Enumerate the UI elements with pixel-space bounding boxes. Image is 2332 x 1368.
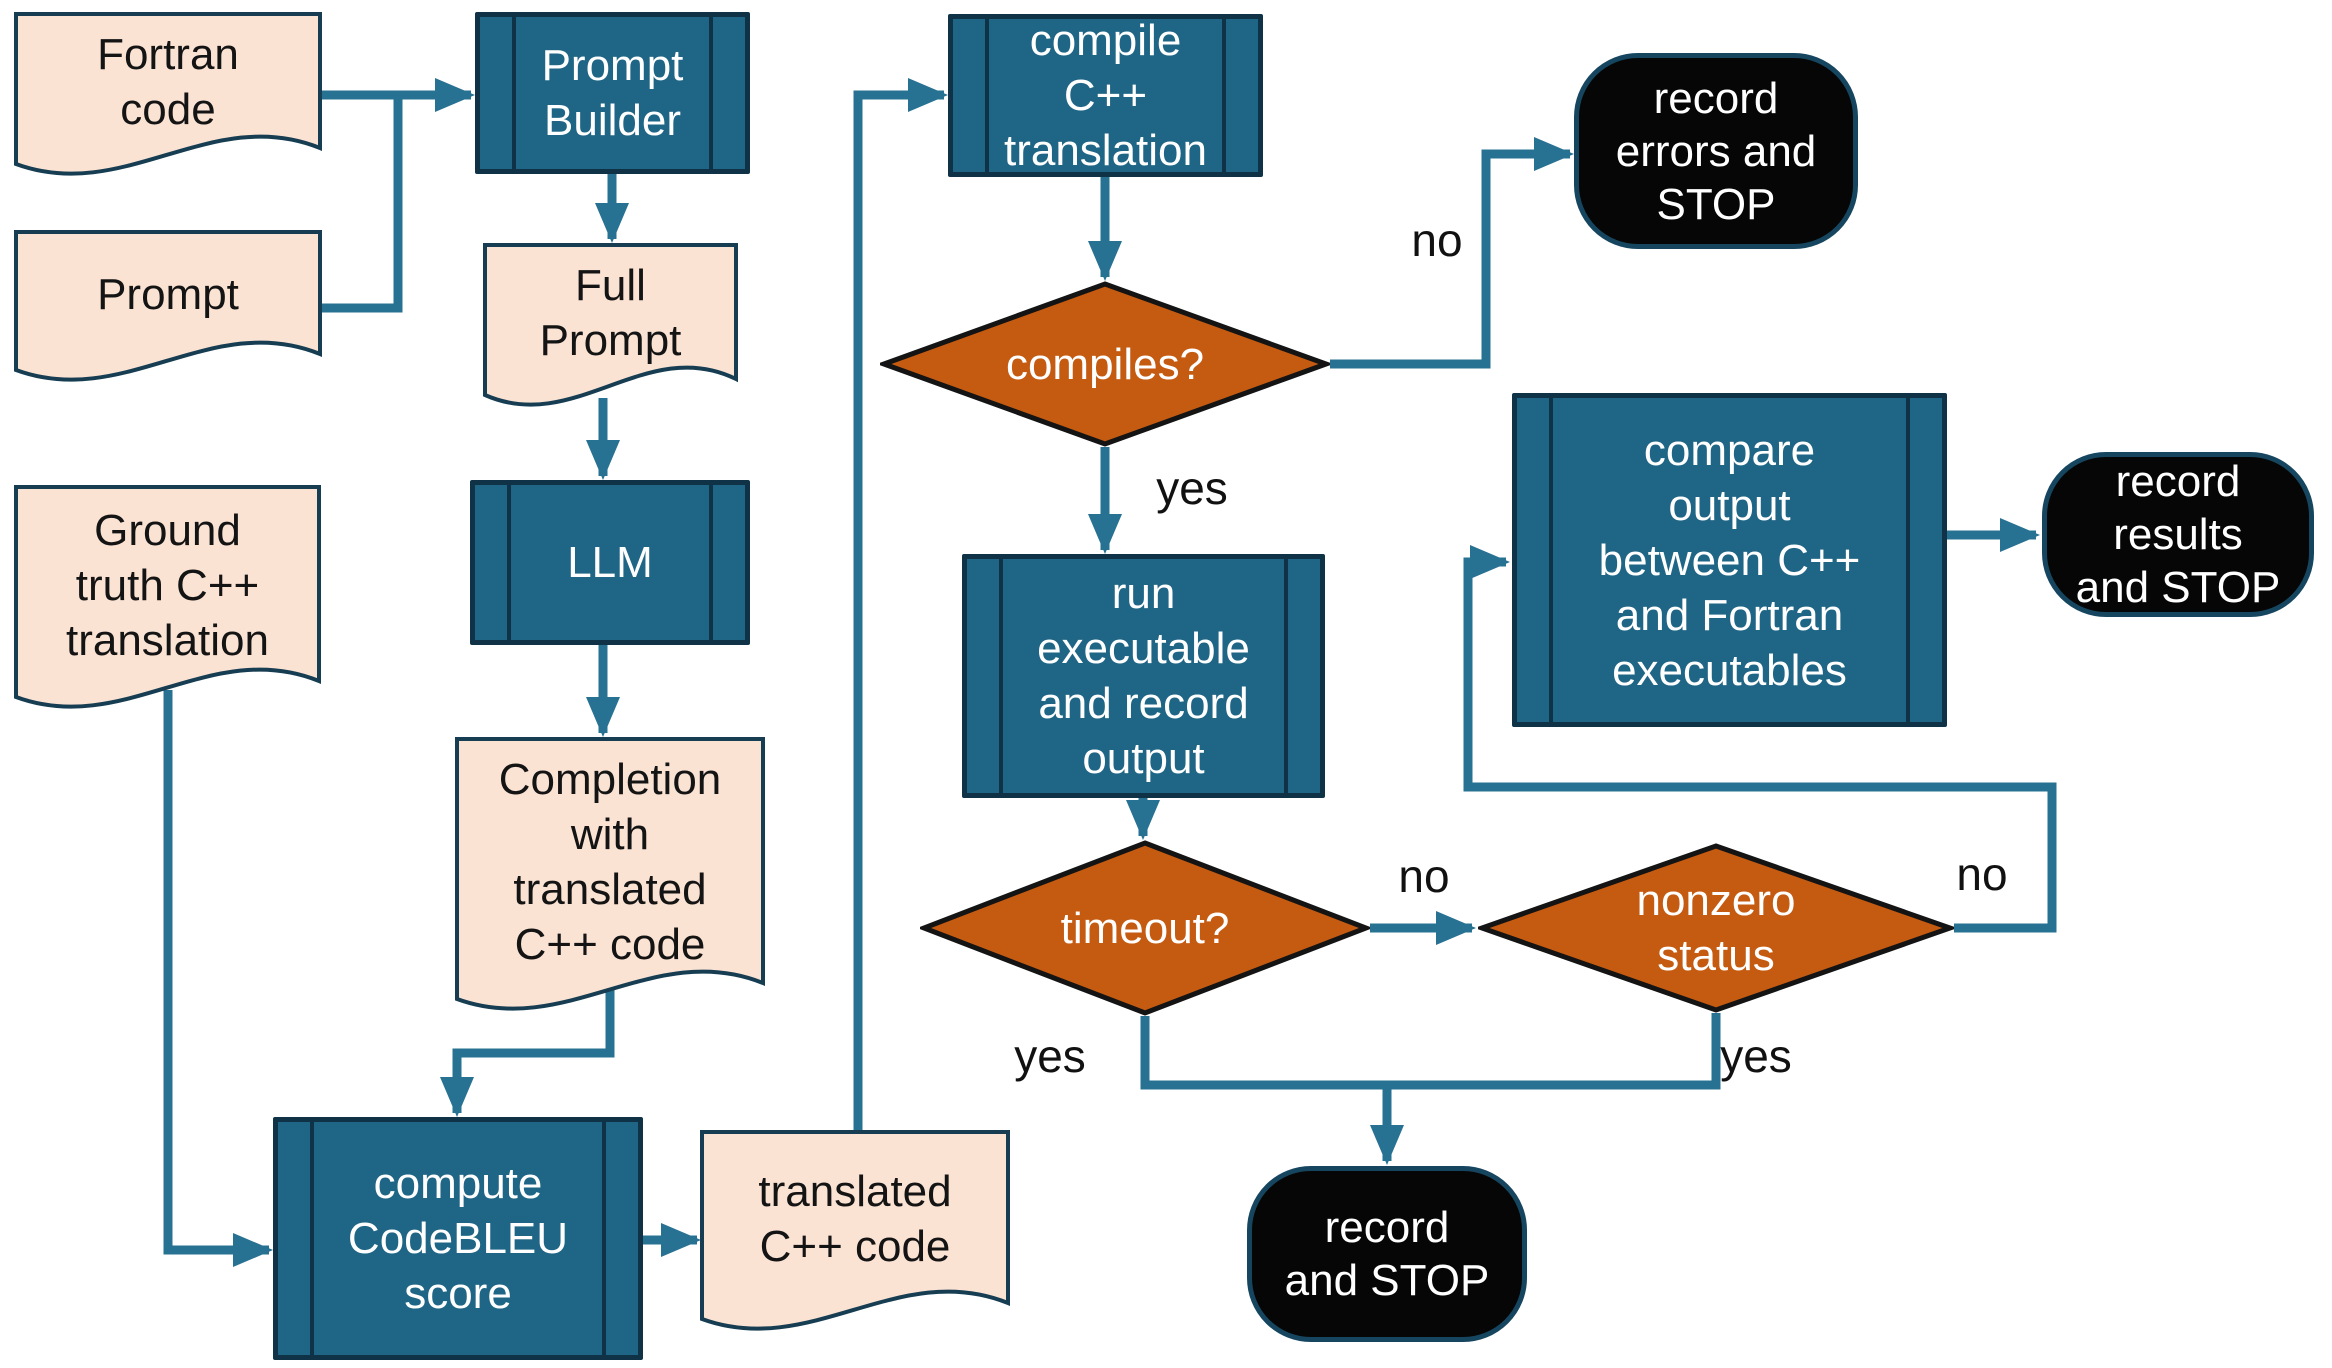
connector-timeout-yes [1140,1016,1387,1090]
process-sidebar-right [709,17,713,169]
label-line: STOP [1656,179,1776,229]
label-line: and STOP [1284,1256,1490,1305]
node-llm: LLM [470,480,750,645]
edge-label-timeout-no-label: no [1398,850,1450,902]
label-line: errors and [1615,126,1817,176]
node-run-executable: run executable and record output [962,554,1325,798]
label-line: output [1668,480,1791,530]
node-label-run-executable: run executable and record output [967,559,1320,793]
label-line: run [1111,569,1176,618]
process-sidebar-left [507,485,511,640]
document-shape [14,12,322,176]
label-line: record [1324,1203,1450,1252]
label-line: CodeBLEU [347,1214,569,1263]
label-line: score [404,1269,512,1318]
document-shape [14,485,321,709]
node-compiles: compiles? [880,281,1330,447]
process-sidebar-right [1284,559,1288,793]
label-line: record [2115,457,2241,506]
label-line: and STOP [2075,563,2281,612]
label-line: compile [1029,16,1182,65]
label-line: Builder [544,96,681,145]
decision-diamond-shape [880,281,1330,447]
decision-diamond-shape [1478,843,1954,1013]
label-line: translation [1003,126,1207,175]
document-shape [14,230,322,382]
connector-nonzero-no [1463,545,2057,933]
connector-groundtruth-to-codebleu [163,690,273,1267]
label-line: compute [373,1159,543,1208]
edge-label-nonzero-no-label: no [1956,848,2008,900]
label-line: C++ [1063,71,1148,120]
edge-label-nonzero-yes-label: yes [1720,1030,1792,1082]
label-line: executables [1612,645,1847,695]
label-line: output [1082,734,1205,783]
node-prompt: Prompt [14,230,322,386]
process-sidebar-right [709,485,713,640]
process-sidebar-left [512,17,516,169]
connector-nonzero-yes [1387,1013,1721,1090]
connector-compiles-no [1330,137,1574,369]
process-sidebar-left [1549,398,1553,722]
process-sidebar-left [999,559,1003,793]
node-timeout: timeout? [920,840,1370,1016]
label-line: and Fortran [1615,590,1844,640]
document-shape [700,1130,1010,1331]
label-line: compare [1643,425,1816,475]
connector-completion-to-codebleu [440,988,615,1117]
node-label-llm: LLM [475,485,745,640]
process-sidebar-left [985,19,989,172]
process-sidebar-right [1222,19,1226,172]
label-line: Prompt [541,41,684,90]
label-line: between C++ [1598,535,1861,585]
edge-label-compiles-no-label: no [1411,214,1463,266]
label-line: executable [1037,624,1250,673]
label-line: LLM [567,538,653,587]
edge-label-compiles-yes-label: yes [1156,462,1228,514]
process-sidebar-right [602,1122,606,1355]
label-line: results [2113,510,2243,559]
document-shape [483,243,738,407]
process-sidebar-right [1906,398,1910,722]
connector-prompt-join [322,95,403,313]
connector-translated-to-compile [853,78,948,1130]
process-sidebar-left [310,1122,314,1355]
label-line: and record [1038,679,1249,728]
edge-label-timeout-yes-label: yes [1014,1030,1086,1082]
label-line: record [1653,73,1779,123]
decision-diamond-shape [920,840,1370,1016]
document-shape [455,737,765,1011]
